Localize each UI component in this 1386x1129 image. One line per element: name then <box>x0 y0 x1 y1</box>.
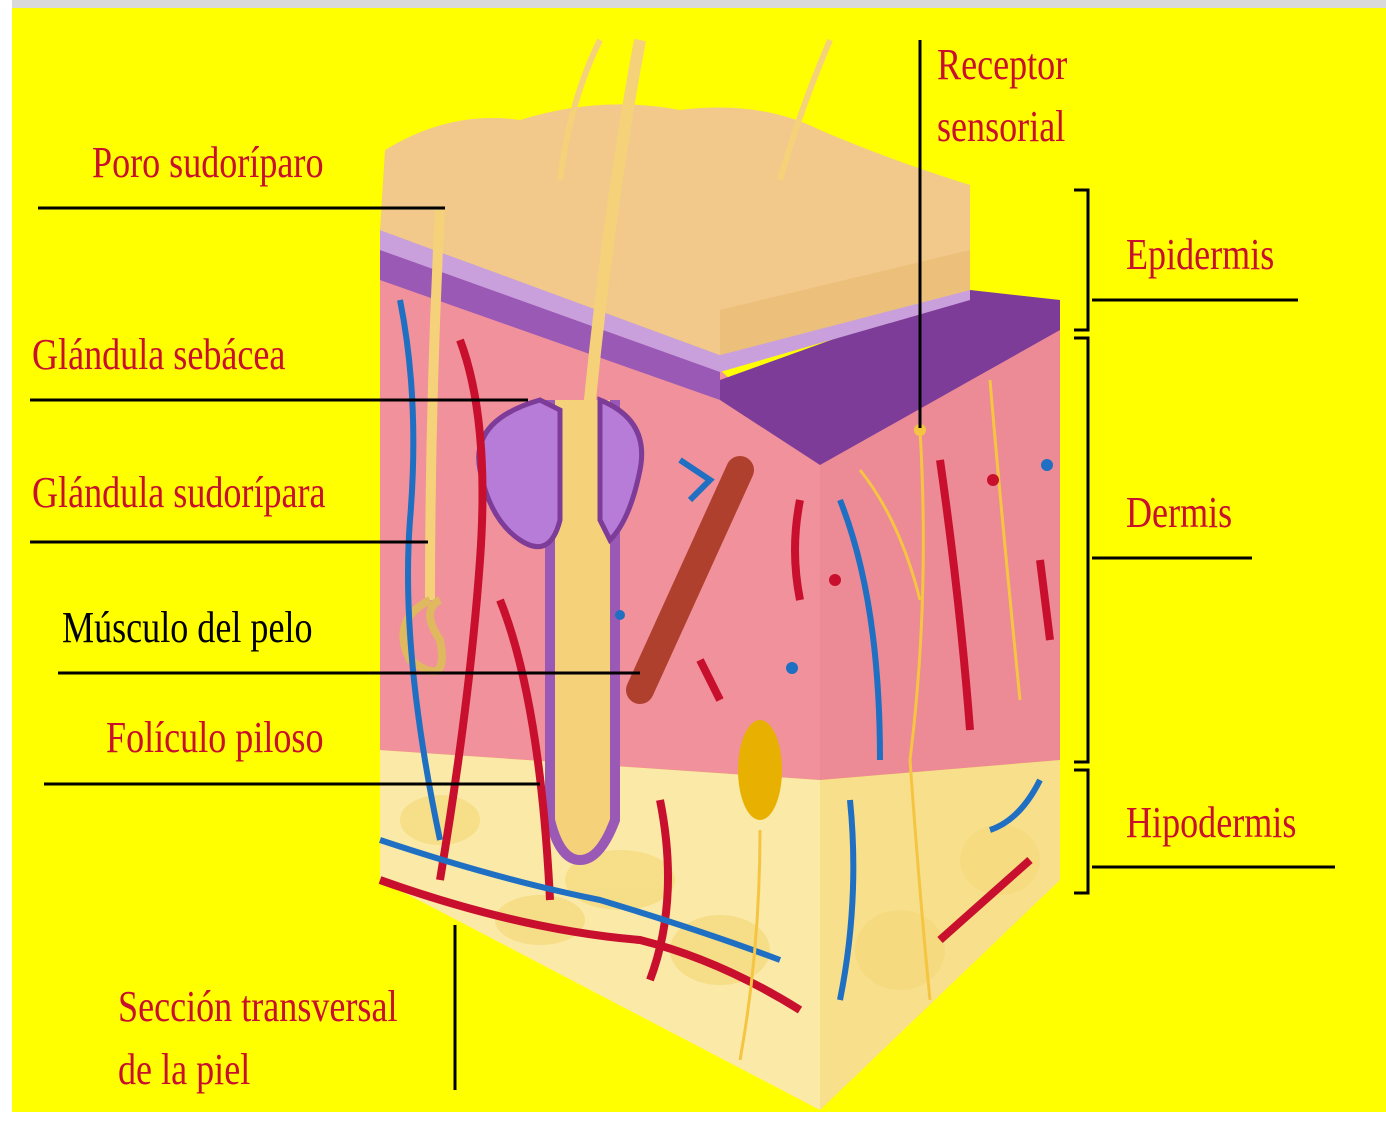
label-receptor: Receptor <box>937 42 1067 88</box>
label-dermis: Dermis <box>1126 490 1232 536</box>
label-seccion-transversal: Sección transversal <box>118 984 398 1030</box>
sensory-receptor <box>738 720 782 820</box>
label-glandula-sudoripara: Glándula sudorípara <box>32 470 326 516</box>
layer-brackets <box>1074 190 1088 893</box>
label-poro-sudoriparo: Poro sudoríparo <box>92 140 323 186</box>
label-musculo-del-pelo: Músculo del pelo <box>62 605 313 651</box>
label-foliculo-piloso: Folículo piloso <box>106 715 324 761</box>
sebaceous-glands <box>479 400 642 547</box>
label-epidermis: Epidermis <box>1126 232 1274 278</box>
label-sensorial: sensorial <box>937 104 1065 150</box>
label-hipodermis: Hipodermis <box>1126 800 1296 846</box>
label-de-la-piel: de la piel <box>118 1047 250 1093</box>
label-glandula-sebacea: Glándula sebácea <box>32 332 285 378</box>
